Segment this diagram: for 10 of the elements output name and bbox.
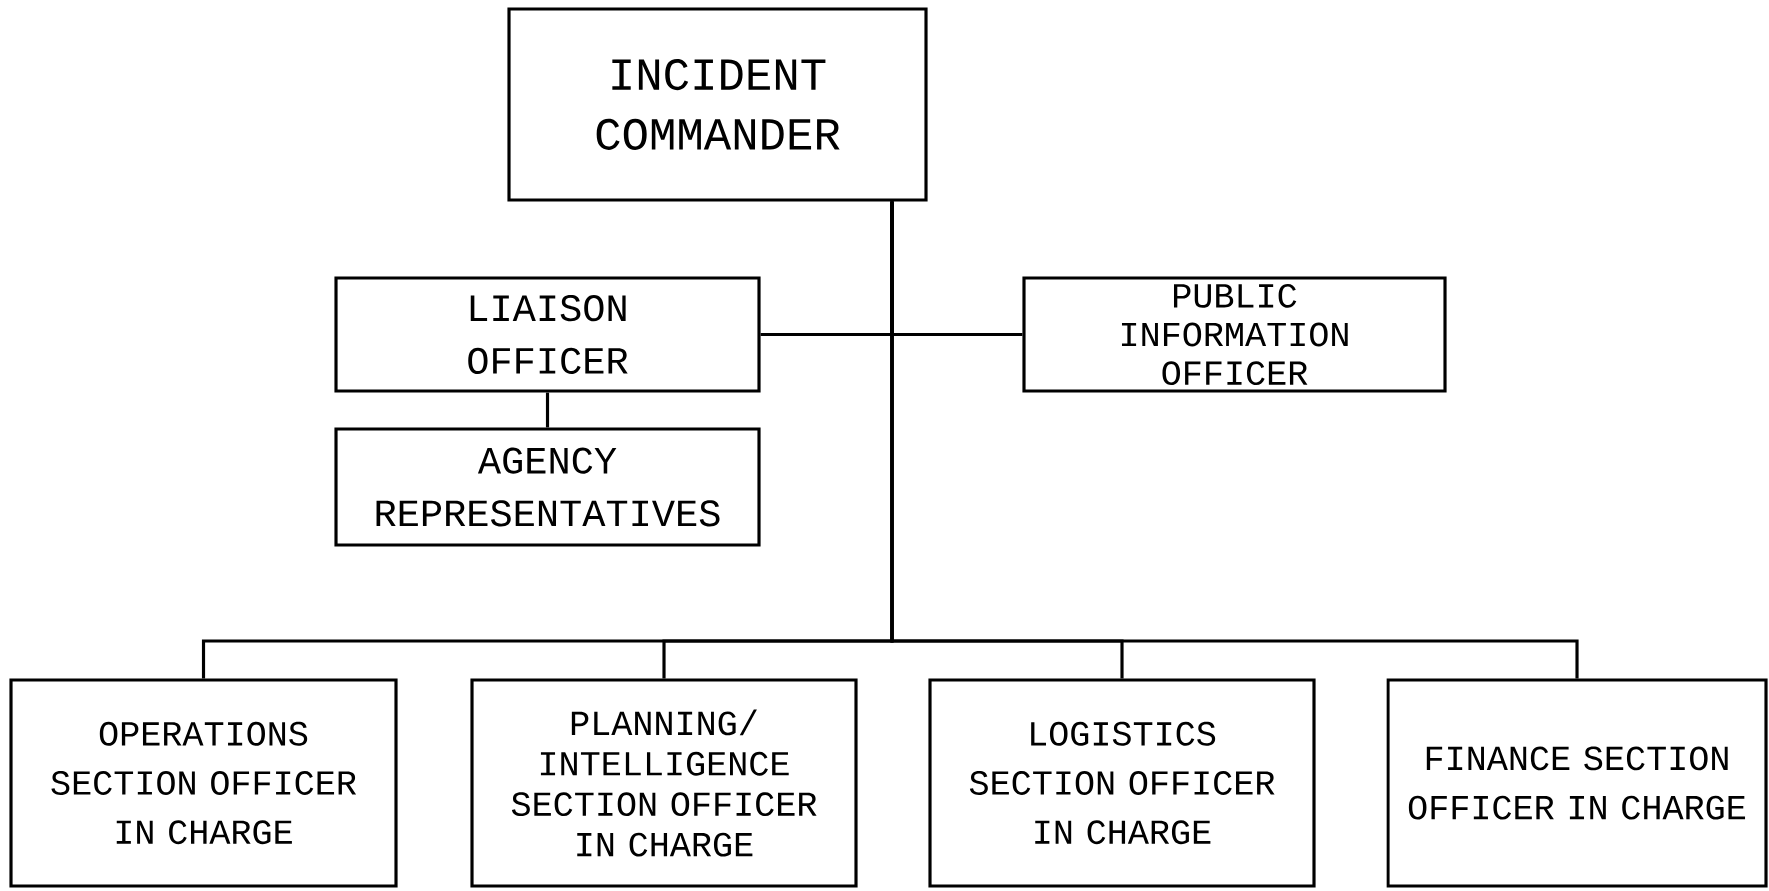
section-box: LOGISTICS SECTION OFFICER IN CHARGE <box>928 678 1316 888</box>
officer-box: LIAISON OFFICER <box>334 276 761 393</box>
section-box: PLANNING/ INTELLIGENCE SECTION OFFICER IN CHARGE <box>470 678 858 888</box>
section-box: FINANCE SECTION OFFICER IN CHARGE <box>1386 678 1768 888</box>
connector-line <box>545 392 550 428</box>
commander-box: INCIDENT COMMANDER <box>507 7 928 202</box>
officer-box: PUBLIC INFORMATION OFFICER <box>1022 276 1447 393</box>
section-box: OPERATIONS SECTION OFFICER IN CHARGE <box>9 678 398 888</box>
connector-line <box>890 201 1579 679</box>
officer-box: AGENCY REPRESENTATIVES <box>334 427 761 547</box>
